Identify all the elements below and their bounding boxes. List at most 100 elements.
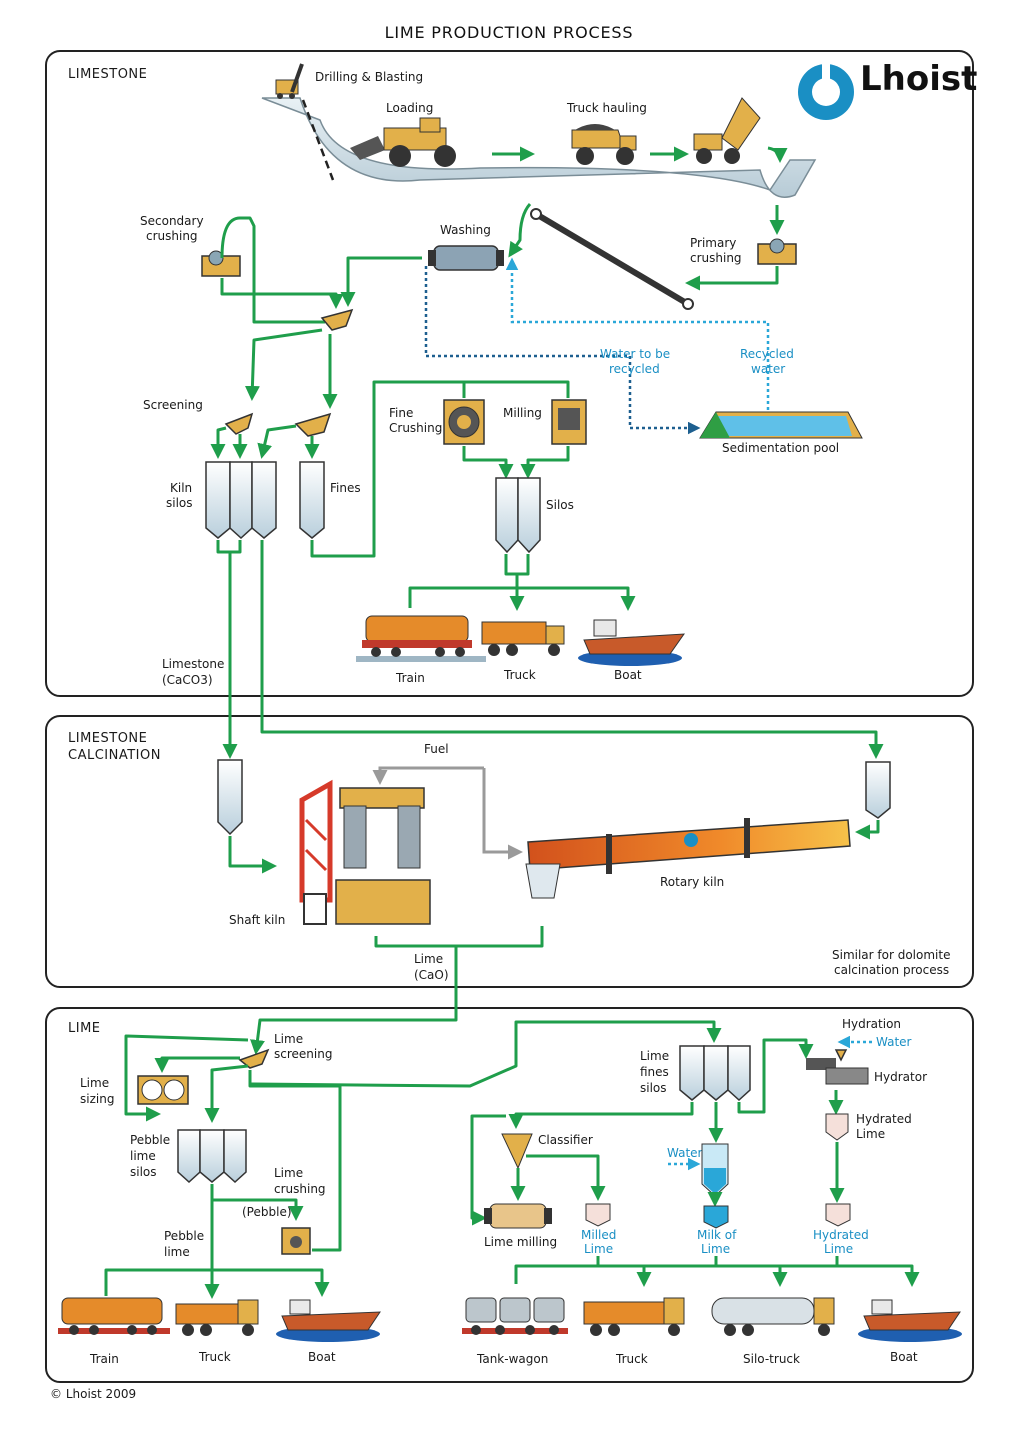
lime-sizing-label-1: Lime — [80, 1076, 109, 1090]
hydrated-lime-label-1: Hydrated — [856, 1112, 912, 1126]
silos-label: Silos — [546, 498, 574, 512]
fuel-line — [372, 766, 484, 785]
secondary-crusher-icon — [201, 250, 241, 277]
hydrated-lime-hopper-icon — [825, 1113, 849, 1141]
lime-boat2-label: Boat — [890, 1350, 918, 1364]
flow-line — [220, 216, 325, 324]
kiln-silos-label-1: Kiln — [170, 481, 192, 495]
flow-arrow — [526, 1154, 606, 1201]
pebble-lime-silos-label-2: lime — [130, 1149, 156, 1163]
drill-rig-icon — [275, 63, 304, 99]
flow-arrow — [220, 278, 344, 309]
hydrated-lime-product-icon — [825, 1203, 851, 1227]
flow-arrow — [408, 586, 636, 611]
flow-arrow — [204, 1064, 249, 1123]
kiln-silos-icon — [205, 461, 277, 540]
copyright: © Lhoist 2009 — [50, 1387, 136, 1401]
lime-screening-label-2: screening — [274, 1047, 332, 1061]
secondary-crushing-label-2: crushing — [146, 229, 198, 243]
lime-fines-silos-label-2: fines — [640, 1065, 669, 1079]
milk-tank-icon — [701, 1143, 729, 1197]
silo-truck-label: Silo-truck — [743, 1352, 800, 1366]
pebble-lime-silos-label-1: Pebble — [130, 1133, 170, 1147]
lime-fines-silos-icon — [679, 1045, 751, 1102]
flow-arrow — [685, 266, 779, 291]
flow-arrow — [210, 426, 227, 459]
tank-wagon-icon — [462, 1297, 568, 1335]
screening-label: Screening — [143, 398, 203, 412]
flow-arrow — [470, 1114, 506, 1226]
fines-silo-icon — [299, 461, 325, 539]
sedimentation-pool-label: Sedimentation pool — [722, 441, 839, 455]
flow-line — [248, 1070, 342, 1252]
flow-arrow — [249, 1020, 722, 1088]
train-icon — [356, 615, 486, 662]
flow-arrow — [508, 1102, 694, 1129]
section-label-lime: LIME — [68, 1021, 101, 1036]
screen-icon — [294, 412, 332, 437]
flow-arrow — [520, 446, 570, 479]
dump-truck-icon — [693, 97, 761, 164]
drilling-label: Drilling & Blasting — [315, 70, 423, 84]
hydrator-icon — [806, 1049, 869, 1085]
hydrated-lime-label-2: Lime — [856, 1127, 885, 1141]
section-label-calcination-1: LIMESTONE — [68, 731, 147, 746]
lime-formula-label: (CaO) — [414, 968, 449, 982]
lime-train-label: Train — [89, 1352, 119, 1366]
pebble-lime-label-1: Pebble — [164, 1229, 204, 1243]
milk-of-lime-icon — [703, 1205, 729, 1229]
quarry-pit — [261, 97, 817, 198]
milk-of-lime-label-1: Milk of — [697, 1228, 737, 1242]
fine-crusher-icon — [443, 399, 485, 445]
milled-lime-label-1: Milled — [581, 1228, 616, 1242]
rotary-kiln-feed-silo-icon — [865, 761, 891, 819]
lime-boat-icon — [276, 1299, 381, 1342]
flow-line — [310, 380, 570, 558]
pebble-lime-silos-icon — [177, 1129, 247, 1184]
flow-arrow — [244, 328, 323, 401]
flow-arrow — [260, 540, 884, 759]
fines-label: Fines — [330, 481, 361, 495]
lime-fines-silos-label-3: silos — [640, 1081, 667, 1095]
flow-line — [374, 926, 544, 948]
shaft-kiln-icon — [299, 779, 431, 925]
lime-train-icon — [58, 1297, 170, 1335]
hydration-water-label: Water — [876, 1035, 912, 1049]
water-to-recycle-label-1: Water to be — [600, 347, 670, 361]
rotary-kiln-icon — [525, 818, 851, 899]
lime-truck2-icon — [583, 1297, 685, 1336]
flow-arrow — [737, 1038, 814, 1114]
flow-arrow — [462, 446, 514, 479]
lime-boat-label: Boat — [308, 1350, 336, 1364]
silos-icon — [495, 477, 541, 554]
flow-arrow — [514, 1264, 920, 1287]
primary-crusher-icon — [757, 238, 797, 265]
haul-truck-icon — [571, 124, 637, 165]
secondary-crushing-label-1: Secondary — [140, 214, 204, 228]
hydrated-lime-product-label-2: Lime — [824, 1242, 853, 1256]
recycled-water-label-2: water — [751, 362, 785, 376]
flow-arrow — [855, 820, 880, 840]
screen-icon — [320, 308, 354, 331]
pebble-label: (Pebble) — [242, 1205, 292, 1219]
dolomite-note-2: calcination process — [834, 963, 949, 977]
flow-line — [504, 554, 530, 576]
fuel-line — [482, 768, 523, 860]
flow-arrow — [210, 1184, 304, 1221]
hydrated-lime-product-label-1: Hydrated — [813, 1228, 869, 1242]
dolomite-note-1: Similar for dolomite — [832, 948, 950, 962]
milling-label: Milling — [503, 406, 542, 420]
wheel-loader-icon — [350, 117, 456, 167]
truck-label: Truck — [503, 668, 536, 682]
lime-screening-label-1: Lime — [274, 1032, 303, 1046]
flow-arrow — [508, 202, 532, 258]
fine-crushing-label-1: Fine — [389, 406, 413, 420]
lime-truck-icon — [175, 1299, 259, 1336]
section-label-calcination-2: CALCINATION — [68, 748, 161, 763]
page-title: LIME PRODUCTION PROCESS — [385, 23, 634, 42]
milled-lime-icon — [585, 1203, 611, 1227]
truck-icon — [481, 621, 565, 656]
rotary-kiln-label: Rotary kiln — [660, 875, 724, 889]
sedimentation-pool-icon — [699, 411, 863, 439]
